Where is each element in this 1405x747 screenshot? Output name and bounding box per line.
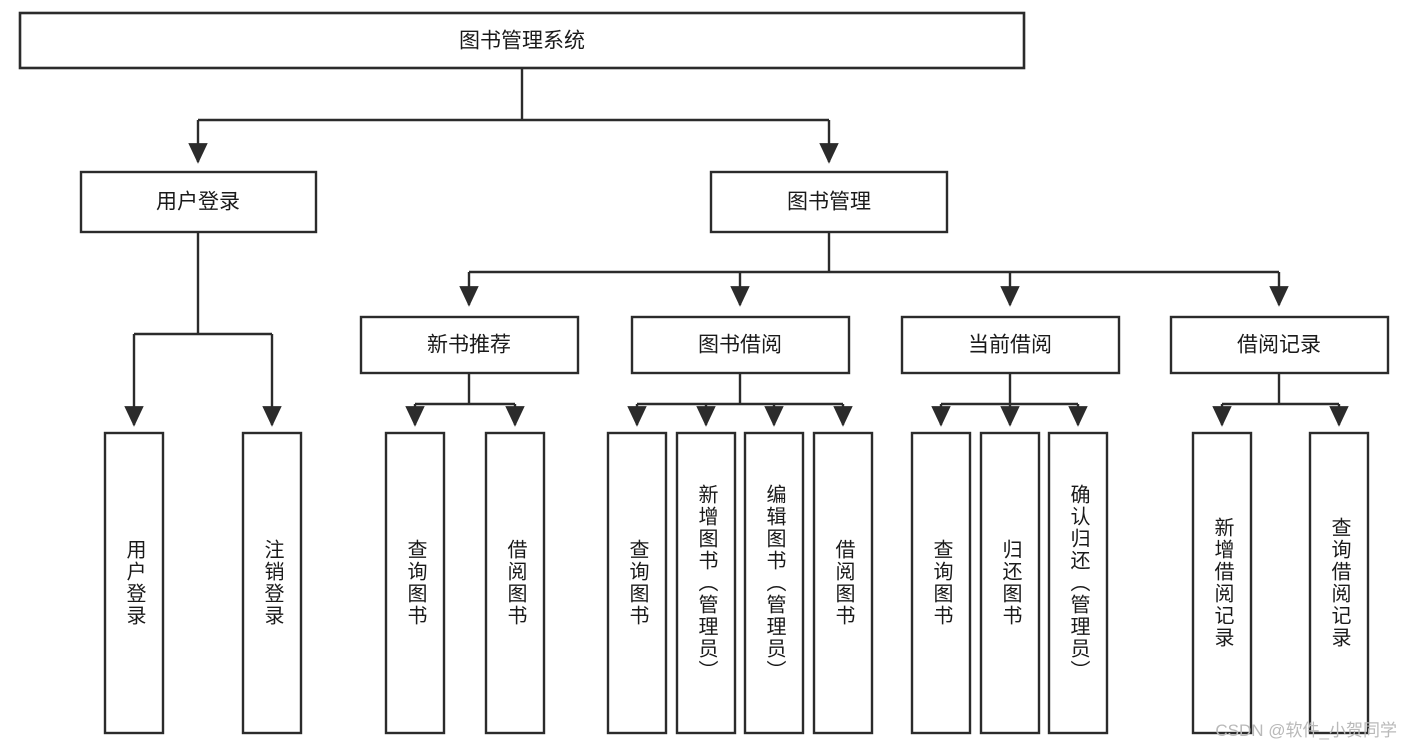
node-leaf-borrow-query-book-label: 查询图书: [626, 539, 649, 627]
node-leaf-borrow-add-book-box: [675, 431, 737, 735]
node-leaf-record-query-label: 查询借阅记录: [1328, 517, 1351, 649]
node-leaf-borrow-edit-book[interactable]: 编辑图书（管理员）: [743, 431, 805, 735]
node-user-login[interactable]: 用户登录: [79, 170, 318, 234]
node-book-management-label: 图书管理: [787, 191, 871, 214]
node-borrow-record-label: 借阅记录: [1237, 334, 1321, 357]
node-leaf-record-add-box: [1191, 431, 1253, 735]
node-current-borrow-box: [900, 315, 1121, 375]
node-leaf-user-login-signout-box: [241, 431, 303, 735]
node-leaf-borrow-query-book-box: [606, 431, 668, 735]
node-leaf-user-login-signout[interactable]: 注销登录: [241, 431, 303, 735]
node-leaf-user-login-signin-label: 用户登录: [123, 539, 146, 627]
node-new-book-recommend[interactable]: 新书推荐: [359, 315, 580, 375]
node-leaf-borrow-edit-book-box: [743, 431, 805, 735]
node-book-management[interactable]: 图书管理: [709, 170, 949, 234]
node-book-borrow[interactable]: 图书借阅: [630, 315, 851, 375]
node-leaf-new-book-query[interactable]: 查询图书: [384, 431, 446, 735]
node-leaf-record-add-label: 新增借阅记录: [1211, 517, 1234, 649]
node-leaf-new-book-query-box: [384, 431, 446, 735]
node-leaf-current-confirm-return[interactable]: 确认归还（管理员）: [1047, 431, 1109, 735]
node-book-borrow-box: [630, 315, 851, 375]
node-leaf-user-login-signin[interactable]: 用户登录: [103, 431, 165, 735]
node-leaf-borrow-borrow-book[interactable]: 借阅图书: [812, 431, 874, 735]
node-leaf-borrow-edit-book-label: 编辑图书（管理员）: [763, 484, 786, 682]
node-leaf-current-confirm-return-box: [1047, 431, 1109, 735]
node-user-login-label: 用户登录: [156, 191, 240, 214]
node-new-book-recommend-box: [359, 315, 580, 375]
connectors-layer: [124, 68, 1349, 427]
node-leaf-user-login-signin-box: [103, 431, 165, 735]
node-leaf-borrow-borrow-book-box: [812, 431, 874, 735]
node-leaf-current-query-book-label: 查询图书: [930, 539, 953, 627]
node-book-management-box: [709, 170, 949, 234]
node-leaf-current-return-book-label: 归还图书: [999, 539, 1022, 627]
node-leaf-new-book-borrow[interactable]: 借阅图书: [484, 431, 546, 735]
node-leaf-record-add[interactable]: 新增借阅记录: [1191, 431, 1253, 735]
node-user-login-box: [79, 170, 318, 234]
node-book-borrow-label: 图书借阅: [698, 334, 782, 357]
node-leaf-current-return-book-box: [979, 431, 1041, 735]
node-leaf-current-return-book[interactable]: 归还图书: [979, 431, 1041, 735]
node-borrow-record-box: [1169, 315, 1390, 375]
node-leaf-current-confirm-return-label: 确认归还（管理员）: [1067, 484, 1090, 682]
node-new-book-recommend-label: 新书推荐: [427, 334, 511, 357]
node-leaf-borrow-add-book-label: 新增图书（管理员）: [695, 484, 718, 682]
node-leaf-new-book-query-label: 查询图书: [404, 539, 427, 627]
node-root-book-management-system[interactable]: 图书管理系统: [18, 11, 1026, 70]
node-leaf-borrow-borrow-book-label: 借阅图书: [832, 539, 855, 627]
node-leaf-current-query-book-box: [910, 431, 972, 735]
node-leaf-current-query-book[interactable]: 查询图书: [910, 431, 972, 735]
node-leaf-new-book-borrow-box: [484, 431, 546, 735]
node-current-borrow-label: 当前借阅: [968, 334, 1052, 357]
node-leaf-record-query-box: [1308, 431, 1370, 735]
node-leaf-record-query[interactable]: 查询借阅记录: [1308, 431, 1370, 735]
node-root-box: [18, 11, 1026, 70]
node-leaf-borrow-query-book[interactable]: 查询图书: [606, 431, 668, 735]
node-borrow-record[interactable]: 借阅记录: [1169, 315, 1390, 375]
node-leaf-user-login-signout-label: 注销登录: [261, 539, 284, 627]
node-leaf-new-book-borrow-label: 借阅图书: [504, 539, 527, 627]
node-leaf-borrow-add-book[interactable]: 新增图书（管理员）: [675, 431, 737, 735]
node-current-borrow[interactable]: 当前借阅: [900, 315, 1121, 375]
node-root-label: 图书管理系统: [459, 30, 585, 53]
